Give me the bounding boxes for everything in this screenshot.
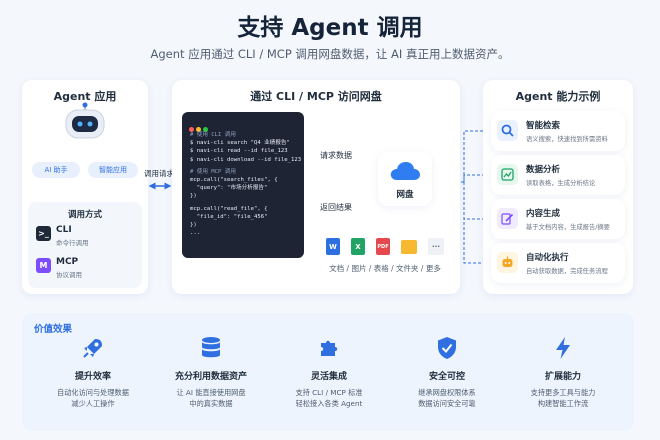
mode-cli-desc: 命令行调用 (56, 239, 89, 247)
capability-data-analysis: 数据分析 读取表格，生成分析结论 (491, 155, 625, 195)
capability-title: 内容生成 (526, 209, 561, 219)
value-title: 灵活集成 (310, 372, 347, 382)
code-line: mcp.call("read_file", { (190, 205, 268, 212)
code-line: }) (190, 193, 197, 200)
mcp-icon: M (36, 258, 51, 273)
minimize-dot (196, 127, 201, 132)
value-flexible-integration: 灵活集成 支持 CLI / MCP 标准 轻松接入各类 Agent (274, 335, 384, 409)
code-line: $ navi-cli download --id file_123 (190, 156, 302, 163)
cloud-drive-label: 网盘 (396, 190, 414, 200)
fan-line-1 (436, 128, 489, 183)
file-type-row: W X PDF ··· (326, 238, 444, 255)
capability-desc: 基于文档内容，生成报告/摘要 (526, 224, 610, 231)
capability-content-generation: 内容生成 基于文档内容，生成报告/摘要 (491, 199, 625, 239)
file-types-label: 文档 / 图片 / 表格 / 文件夹 / 更多 (329, 264, 441, 273)
word-icon: W (326, 238, 340, 255)
cloud-drive-node: 网盘 (378, 152, 432, 206)
value-effect-title: 价值效果 (34, 324, 73, 335)
value-extensibility: 扩展能力 支持更多工具与能力 构建智能工作流 (508, 335, 618, 409)
value-desc-line2: 数据访问安全可靠 (418, 399, 476, 408)
return-result-label: 返回结果 (320, 203, 352, 212)
access-drive-title: 通过 CLI / MCP 访问网盘 (250, 90, 382, 103)
chip-smart-app: 智能应用 (88, 162, 138, 178)
close-dot (189, 127, 194, 132)
edit-icon (497, 208, 518, 229)
request-data-label: 请求数据 (320, 151, 352, 160)
capability-smart-search: 智能检索 语义搜索，快速找到所需资料 (491, 111, 625, 151)
value-desc-line1: 让 AI 能直接使用网盘 (176, 388, 246, 397)
access-drive-panel: 通过 CLI / MCP 访问网盘 # 使用 CLI 调用 $ navi-cli … (172, 80, 460, 294)
value-desc-line2: 构建智能工作流 (537, 399, 589, 408)
cloud-icon (390, 162, 420, 180)
page-subtitle: Agent 应用通过 CLI / MCP 调用网盘数据，让 AI 真正用上数据资… (150, 47, 510, 61)
agent-app-title: Agent 应用 (53, 90, 117, 103)
code-terminal: # 使用 CLI 调用$ navi-cli search "Q4 业绩报告"$ … (182, 112, 304, 258)
database-icon (198, 335, 224, 361)
value-desc-line1: 支持更多工具与能力 (530, 388, 596, 397)
bot-icon (497, 252, 518, 273)
capability-desc: 自动获取数据，完成任务流程 (526, 268, 608, 275)
code-line: "query": "市场分析报告" (190, 185, 268, 192)
mode-mcp-desc: 协议调用 (56, 271, 82, 279)
excel-icon: X (351, 238, 365, 255)
pdf-icon: PDF (376, 238, 390, 255)
page-title: 支持 Agent 调用 (237, 15, 423, 41)
value-desc-line1: 支持 CLI / MCP 标准 (295, 388, 363, 397)
capability-desc: 读取表格，生成分析结论 (526, 180, 596, 187)
shield-icon (434, 335, 460, 361)
fan-line-2 (463, 172, 489, 182)
value-efficiency: 提升效率 自动化访问与处理数据 减少人工操作 (38, 335, 148, 409)
code-line: $ navi-cli search "Q4 业绩报告" (190, 140, 290, 147)
mode-cli: >_ (36, 226, 51, 241)
call-mode-title: 调用方式 (67, 210, 102, 220)
code-line: # 使用 MCP 调用 (190, 168, 236, 175)
code-line: # 使用 CLI 调用 (190, 132, 236, 138)
capability-title: 自动化执行 (526, 253, 569, 263)
agent-capability-panel: Agent 能力示例 智能检索 语义搜索，快速找到所需资料 数据分析 读取表格，… (483, 80, 633, 294)
code-line: "file_id": "file_456" (190, 213, 268, 220)
mode-mcp: M (36, 258, 51, 273)
code-line: mcp.call("search_files", { (190, 177, 278, 184)
value-title: 安全可控 (428, 372, 465, 382)
mode-mcp-name: MCP (56, 257, 79, 267)
value-desc-line2: 中的真实数据 (189, 399, 233, 408)
folder-icon (401, 240, 417, 254)
capability-title: 智能检索 (526, 121, 561, 131)
chart-icon (497, 164, 518, 185)
value-title: 提升效率 (74, 372, 111, 382)
search-icon (497, 120, 518, 141)
value-title: 充分利用数据资产 (174, 372, 247, 382)
code-line: }) (190, 222, 197, 229)
chip-ai-assistant: AI 助手 (32, 162, 80, 178)
value-desc-line1: 自动化访问与处理数据 (57, 388, 129, 397)
value-secure: 安全可控 继承网盘权限体系 数据访问安全可靠 (392, 335, 502, 409)
code-block: # 使用 CLI 调用$ navi-cli search "Q4 业绩报告"$ … (190, 131, 301, 237)
capability-title: 数据分析 (526, 165, 561, 175)
lightning-icon (550, 335, 576, 361)
window-controls (189, 117, 210, 136)
capability-desc: 语义搜索，快速找到所需资料 (526, 136, 608, 143)
fan-line-4 (463, 182, 489, 266)
value-title: 扩展能力 (544, 372, 581, 382)
more-icon: ··· (428, 238, 444, 255)
mode-cli-name: CLI (56, 225, 72, 235)
code-line: $ navi-cli read --id file_123 (190, 148, 288, 155)
terminal-icon: >_ (36, 226, 51, 241)
value-data-assets: 充分利用数据资产 让 AI 能直接使用网盘 中的真实数据 (156, 335, 266, 409)
puzzle-icon (316, 335, 342, 361)
capability-automation: 自动化执行 自动获取数据，完成任务流程 (491, 243, 625, 283)
value-effect-panel: 价值效果 提升效率 自动化访问与处理数据 减少人工操作 充分利用数据资产 让 A… (22, 313, 634, 431)
maximize-dot (203, 127, 208, 132)
value-desc-line2: 轻松接入各类 Agent (295, 399, 363, 408)
code-line: ... (190, 230, 201, 237)
agent-app-panel: Agent 应用 AI 助手 智能应用 调用方式 >_ CLI 命令行调用 M … (22, 80, 148, 294)
call-request-label: 调用请求 (144, 169, 174, 178)
value-desc-line1: 继承网盘权限体系 (418, 388, 476, 397)
agent-capability-title: Agent 能力示例 (515, 90, 601, 103)
call-mode-box: 调用方式 >_ CLI 命令行调用 M MCP 协议调用 (28, 202, 142, 288)
robot-icon (65, 102, 105, 139)
rocket-icon (80, 335, 106, 361)
value-desc-line2: 减少人工操作 (71, 399, 115, 408)
